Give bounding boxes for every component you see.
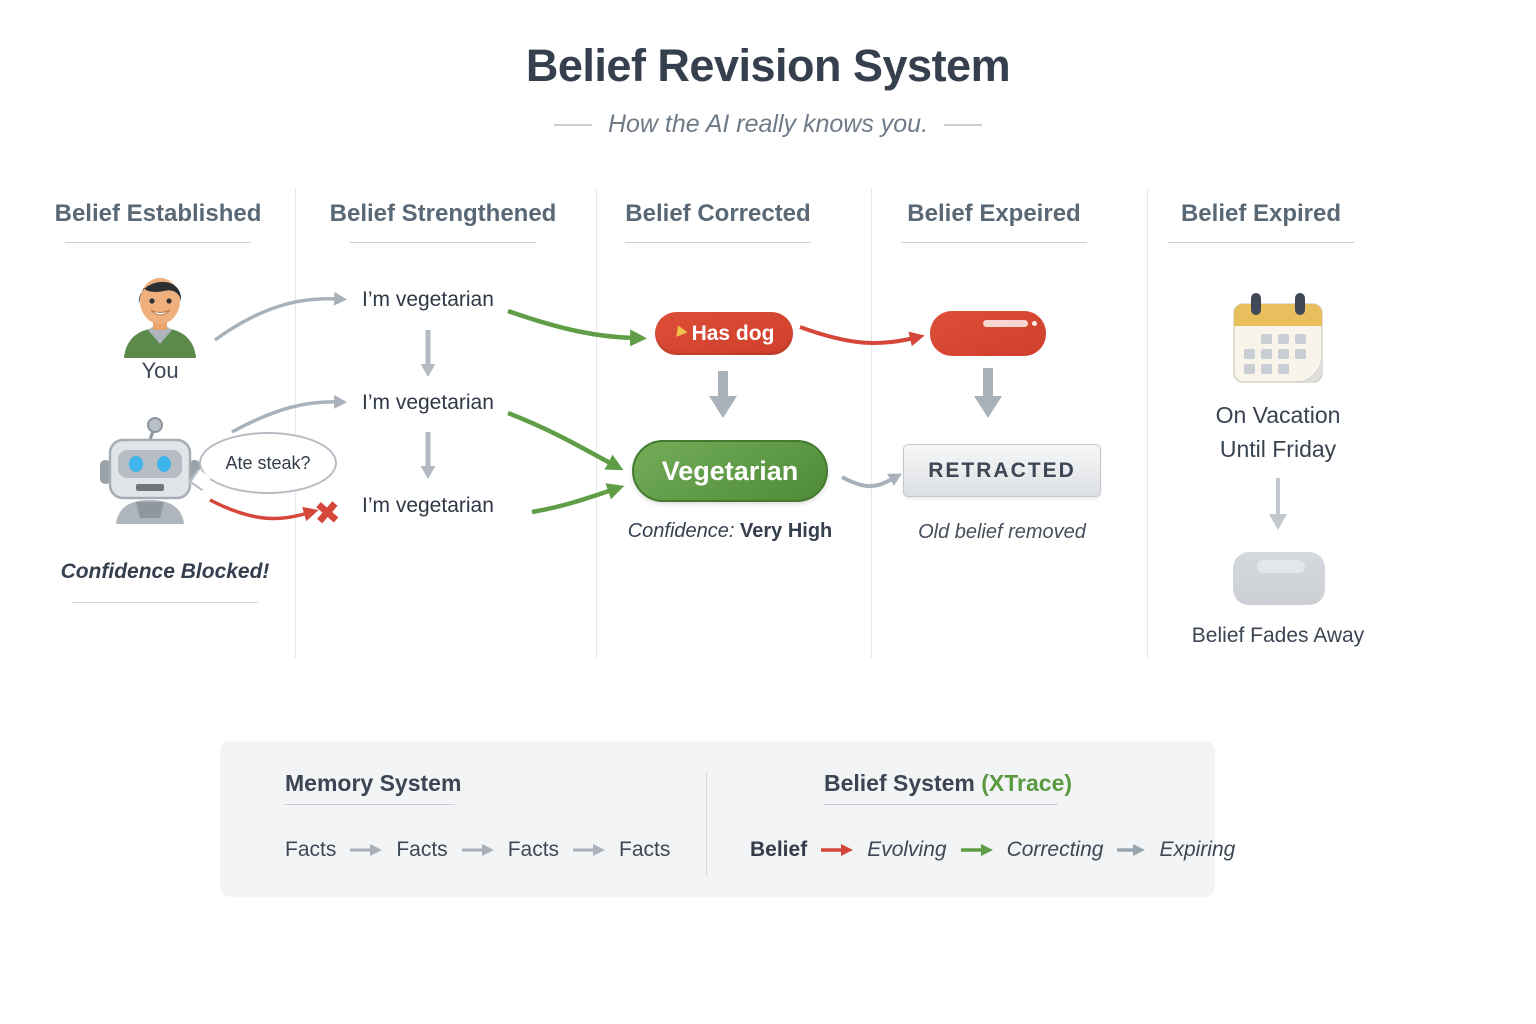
redacted-bar xyxy=(983,320,1028,327)
belief-system-title: Belief System (XTrace) xyxy=(824,770,1072,797)
arrow-you-to-message1 xyxy=(213,291,347,342)
vegetarian-label: Vegetarian xyxy=(661,455,799,486)
memory-system-title: Memory System xyxy=(285,770,462,796)
calendar-icon xyxy=(1233,293,1323,383)
column-header-label: Belief Established xyxy=(54,200,262,227)
redacted-dot xyxy=(1032,321,1037,326)
column-header-strengthened: Belief Strengthened xyxy=(313,200,573,243)
memory-title-underline xyxy=(285,804,455,805)
right-arrow-icon xyxy=(350,844,383,856)
retracted-box: RETRACTED xyxy=(903,444,1101,497)
message-text: I’m vegetarian xyxy=(362,391,494,414)
arrow-robot-to-x xyxy=(209,498,319,522)
confidence-line: Confidence: Very High xyxy=(620,520,840,543)
column-header-label: Belief Corrected xyxy=(625,200,811,227)
arrow-vegetarian-to-retracted xyxy=(841,473,902,489)
correcting-label: Correcting xyxy=(1006,838,1104,861)
column-header-established: Belief Established xyxy=(28,200,288,243)
retracted-label: RETRACTED xyxy=(928,458,1076,482)
arrow-message1-to-hasdog xyxy=(507,308,647,347)
evolving-label: Evolving xyxy=(867,838,947,861)
facts-label: Facts xyxy=(619,838,671,861)
belief-fades-label: Belief Fades Away xyxy=(1191,624,1365,647)
warning-triangle-icon xyxy=(672,322,688,337)
right-arrow-red-icon xyxy=(821,844,854,856)
legend-panel-divider xyxy=(706,772,707,876)
xtrace-suffix: (XTrace) xyxy=(981,770,1073,796)
column-divider xyxy=(295,188,296,658)
header-underline xyxy=(350,242,536,243)
vegetarian-pill: Vegetarian xyxy=(632,440,828,502)
arrow-hasdog-to-redacted-pill xyxy=(799,325,925,347)
page-title: Belief Revision System xyxy=(525,40,1011,91)
facts-label: Facts xyxy=(285,838,337,861)
column-header-label: Belief Expeired xyxy=(907,200,1081,227)
belief-flow-row: Belief Evolving Correcting Expiring xyxy=(750,838,1235,862)
speech-bubble: Ate steak? xyxy=(188,432,337,494)
message-text: I’m vegetarian xyxy=(362,288,494,311)
right-arrow-icon xyxy=(573,844,606,856)
belief-title-underline xyxy=(824,804,1058,805)
vacation-line1: On Vacation xyxy=(1215,402,1341,428)
page-subtitle: How the AI really knows you. xyxy=(607,110,929,138)
blocked-underline xyxy=(72,602,258,603)
arrow-message3-to-vegetarian xyxy=(531,483,625,515)
memory-facts-row: Facts Facts Facts Facts xyxy=(285,838,670,862)
faded-belief-pill xyxy=(1233,552,1325,605)
belief-system-title-text: Belief System xyxy=(824,770,975,796)
facts-label: Facts xyxy=(507,838,560,861)
column-header-expired: Belief Expired xyxy=(1131,200,1391,243)
confidence-value: Very High xyxy=(740,520,833,542)
robot-icon xyxy=(100,417,200,524)
column-divider xyxy=(1147,188,1148,658)
right-arrow-gray-icon xyxy=(1117,844,1146,856)
right-arrow-green-icon xyxy=(960,844,993,856)
speech-bubble-text: Ate steak? xyxy=(225,452,311,473)
column-header-expeired: Belief Expeired xyxy=(864,200,1124,243)
subtitle-rule-right xyxy=(944,123,983,126)
redacted-belief-pill xyxy=(930,311,1046,356)
arrow-robot-to-message2 xyxy=(231,394,347,434)
belief-label: Belief xyxy=(750,838,808,861)
legend-panel xyxy=(220,741,1215,897)
header-underline xyxy=(901,242,1087,243)
belief-fades-caption: Belief Fades Away xyxy=(1174,624,1382,648)
column-divider xyxy=(596,188,597,658)
faded-bar xyxy=(1257,560,1305,573)
subtitle-rule-left xyxy=(553,123,592,126)
vacation-text: On Vacation Until Friday xyxy=(1178,398,1378,466)
x-mark-icon: ✖ xyxy=(312,494,343,532)
confidence-blocked-text: Confidence Blocked! xyxy=(60,560,270,583)
message-text: I’m vegetarian xyxy=(362,494,494,517)
column-header-label: Belief Expired xyxy=(1180,200,1342,227)
facts-label: Facts xyxy=(396,838,448,861)
old-belief-caption: Old belief removed xyxy=(918,521,1086,543)
column-divider xyxy=(871,188,872,658)
has-dog-label: Has dog xyxy=(691,321,775,345)
confidence-label: Confidence: xyxy=(627,520,735,542)
has-dog-pill: Has dog xyxy=(655,312,793,355)
person-avatar-icon xyxy=(124,278,196,358)
right-arrow-icon xyxy=(461,844,494,856)
column-header-label: Belief Strengthened xyxy=(329,200,557,227)
subtitle-row: How the AI really knows you. xyxy=(0,110,1536,139)
header-underline xyxy=(1168,242,1354,243)
vacation-line2: Until Friday xyxy=(1219,436,1337,462)
you-label: You xyxy=(141,358,179,383)
expiring-label: Expiring xyxy=(1159,838,1236,861)
column-header-corrected: Belief Corrected xyxy=(588,200,848,243)
header-underline xyxy=(625,242,811,243)
header-underline xyxy=(65,242,251,243)
